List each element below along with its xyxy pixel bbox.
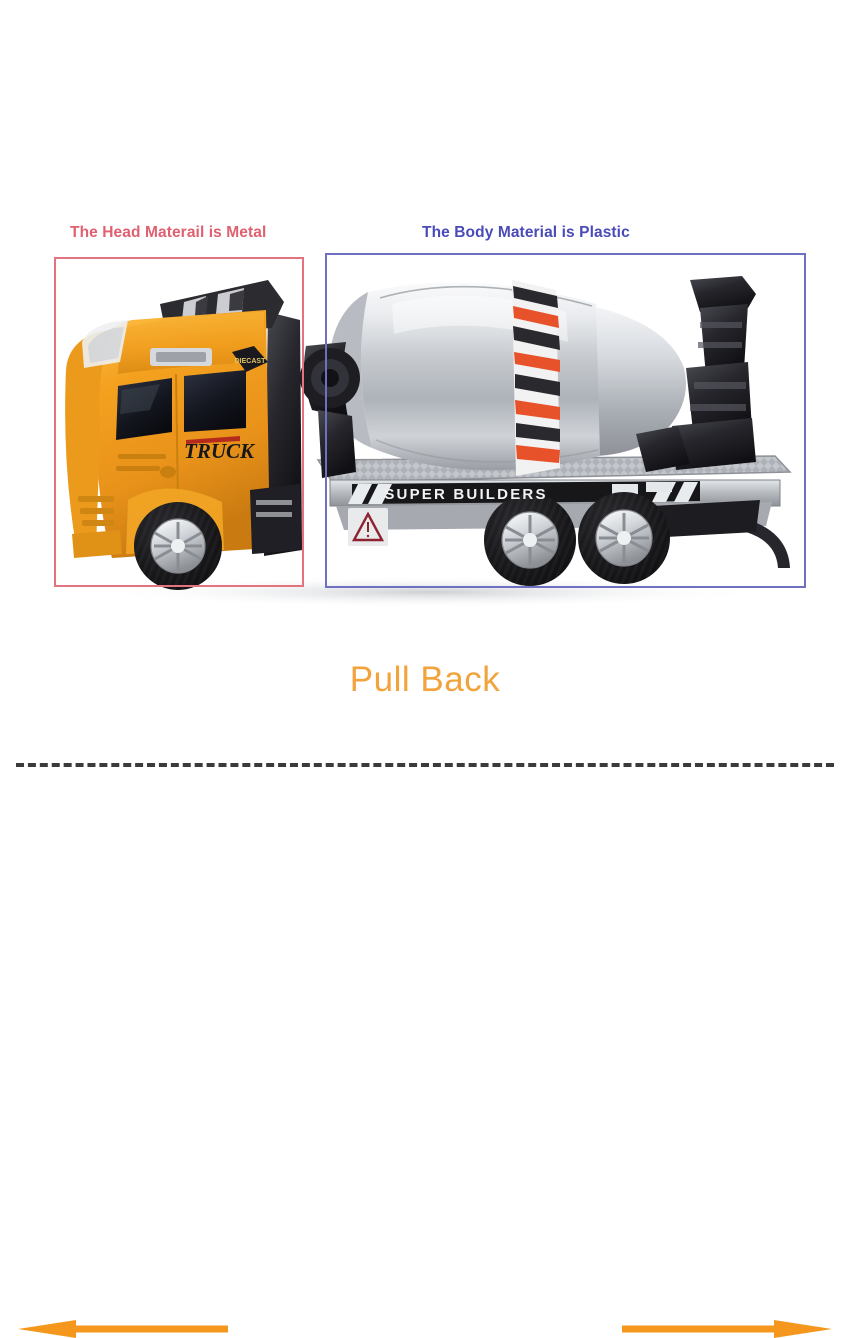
drum-stripe-band [512, 280, 560, 476]
rear-underframe [648, 500, 760, 538]
door-handle [160, 466, 176, 478]
head-material-callout-box [54, 257, 304, 587]
mixer-drum [300, 280, 690, 478]
wheel-rear-2 [578, 492, 670, 584]
body-material-callout-box [325, 253, 806, 588]
cab-nose [65, 330, 112, 550]
drum-rear-support [636, 426, 690, 472]
arrow-left-icon [18, 1320, 228, 1338]
body-material-label: The Body Material is Plastic [422, 224, 630, 241]
truck-cab: DIECAST TRUCK [65, 280, 302, 558]
chute-base [672, 418, 756, 470]
diecast-badge-text: DIECAST [235, 358, 266, 365]
pull-back-label: Pull Back [349, 660, 501, 699]
wheel-front [134, 502, 222, 590]
wheel-rear-1 [484, 494, 576, 586]
truck-decal: TRUCK [184, 436, 256, 463]
ground-shadow [90, 576, 770, 608]
lower-blank-area [0, 790, 850, 995]
arrow-right-icon [622, 1320, 832, 1338]
toy-truck-illustration: DIECAST TRUCK [65, 276, 792, 608]
drum-front-pedestal [318, 410, 356, 478]
product-image-stage: The Head Materail is Metal The Body Mate… [0, 224, 850, 1338]
warning-triangle-icon [351, 511, 385, 542]
drum-drive-mount [300, 342, 360, 478]
head-material-label: The Head Materail is Metal [70, 224, 267, 241]
dashed-divider [16, 763, 834, 767]
cab-window-rear [184, 370, 246, 432]
discharge-chute-assembly [612, 276, 790, 568]
diecast-badge: DIECAST [232, 346, 268, 372]
chute-hopper [690, 276, 756, 312]
front-bumper [72, 530, 122, 558]
wheels [134, 492, 670, 590]
drum-rear-cone [592, 306, 686, 456]
door-seam [175, 373, 179, 507]
super-builders-decal: SUPER BUILDERS [384, 486, 547, 503]
